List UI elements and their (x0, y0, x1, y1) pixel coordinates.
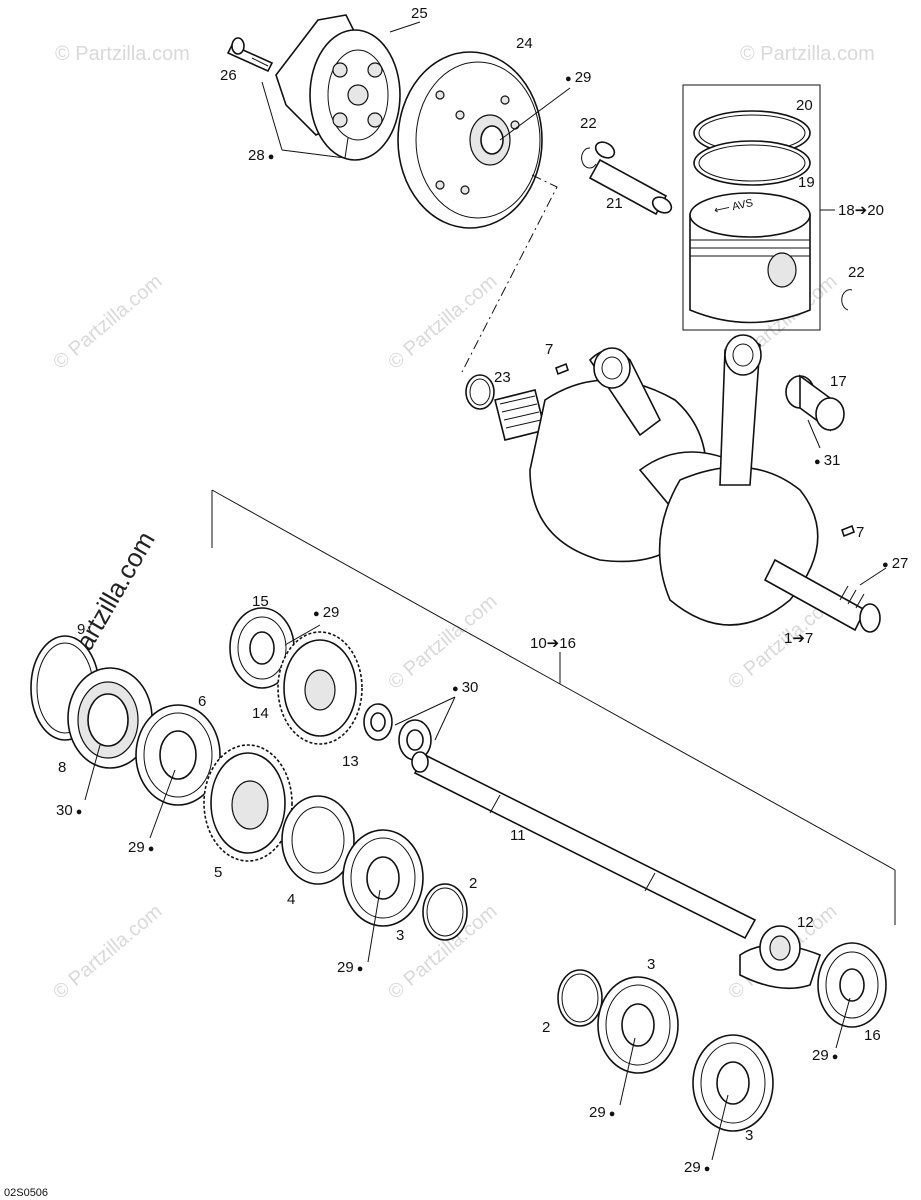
callout-16: 16 (864, 1027, 881, 1044)
callout-6: 6 (198, 693, 206, 710)
leader-lines-bottom (84, 624, 851, 1161)
oring-23 (465, 374, 495, 410)
callout-23: 23 (494, 369, 511, 386)
callout-4: 4 (287, 891, 295, 908)
callout-10-16: 10➔16 (530, 635, 576, 652)
callout-22: 22 (848, 264, 865, 281)
callout-21: 21 (606, 195, 623, 212)
callout-26: 26 (220, 67, 237, 84)
callout-25: 25 (411, 5, 428, 22)
callout-27: ● 27 (882, 555, 908, 572)
callout-28: 28 ● (248, 147, 274, 164)
piston-pin-21 (588, 141, 673, 216)
oil-drop-icon: ● (145, 843, 155, 855)
oil-drop-icon: ● (354, 963, 364, 975)
callout-12: 12 (797, 914, 814, 931)
callout-18-20: 18➔20 (838, 202, 884, 219)
bearing-3a (342, 829, 424, 927)
oil-drop-icon: ● (829, 1051, 839, 1063)
piston-rings-19-20 (693, 110, 811, 186)
bearing-6 (135, 704, 221, 806)
crankshaft-assembly-1-7 (466, 334, 881, 633)
callout-8: 8 (58, 759, 66, 776)
callout-30: ● 30 (452, 679, 478, 696)
callout-3: 3 (647, 956, 655, 973)
bearing-13 (363, 703, 432, 761)
callout-13: 13 (342, 753, 359, 770)
callout-14: 14 (252, 705, 269, 722)
bolt-26 (226, 37, 274, 73)
watermark: © Partzilla.com (740, 43, 875, 65)
key-7b (841, 524, 855, 538)
piston-box (682, 84, 835, 331)
coupling-25 (275, 14, 401, 161)
flywheel-24 (397, 51, 543, 229)
leader-lines-top (261, 21, 571, 373)
callout-29: 29 ● (337, 959, 363, 976)
callout-22: 22 (580, 115, 597, 132)
oil-drop-icon: ● (313, 608, 323, 620)
callout-30: 30 ● (56, 802, 82, 819)
weight-12 (739, 925, 821, 990)
needle-bearing-17 (785, 374, 845, 432)
seal-8 (67, 667, 153, 769)
oil-drop-icon: ● (565, 73, 575, 85)
callout-24: 24 (516, 35, 533, 52)
callout-29: 29 ● (684, 1159, 710, 1176)
callout-5: 5 (214, 864, 222, 881)
watermark: © Partzilla.com (55, 43, 190, 65)
bearing-3b (597, 976, 679, 1074)
callout-29: ● 29 (565, 69, 591, 86)
callout-7: 7 (545, 341, 553, 358)
key-7a (555, 362, 569, 376)
callout-17: 17 (830, 373, 847, 390)
callout-2: 2 (469, 875, 477, 892)
diagram-code: 02S0506 (4, 1187, 48, 1199)
callout-20: 20 (796, 97, 813, 114)
bearing-16 (817, 942, 887, 1028)
oil-drop-icon: ● (882, 559, 892, 571)
callout-29: 29 ● (128, 839, 154, 856)
washer-4 (281, 795, 355, 885)
callout-2: 2 (542, 1019, 550, 1036)
callout-labels: 25 24 26 ● 29 22 20 28 ● 19 21 18➔20 22 … (56, 5, 908, 1176)
callout-19: 19 (798, 174, 815, 191)
watermark: © Partzilla.com (49, 270, 166, 373)
callout-3: 3 (396, 927, 404, 944)
oil-drop-icon: ● (452, 683, 462, 695)
gear-5 (203, 744, 293, 862)
circlip-2a (422, 883, 468, 941)
callout-29: ● 29 (313, 604, 339, 621)
callout-11: 11 (510, 827, 526, 844)
balance-shaft-11 (411, 751, 757, 940)
watermark: © Partzilla.com (384, 270, 501, 373)
callout-7: 7 (856, 524, 864, 541)
oil-drop-icon: ● (265, 151, 275, 163)
callout-31: ● 31 (814, 452, 840, 469)
oil-drop-icon: ● (701, 1163, 711, 1175)
callout-15: 15 (252, 593, 269, 610)
bearing-15 (229, 607, 295, 689)
callout-1-7: 1➔7 (784, 630, 813, 647)
circlip-22b (841, 289, 853, 311)
callout-29: 29 ● (589, 1104, 615, 1121)
circlip-22a (581, 147, 597, 169)
leader-lines-mid (211, 419, 896, 925)
callout-29: 29 ● (812, 1047, 838, 1064)
callout-9: 9 (77, 621, 85, 638)
watermark: © Partzilla.com (49, 900, 166, 1003)
circlip-2b (557, 969, 603, 1027)
callout-3: 3 (745, 1127, 753, 1144)
gear-14 (277, 631, 363, 745)
bearing-3c (692, 1034, 774, 1132)
piston-18: ⟵ AVS (689, 192, 811, 324)
oil-drop-icon: ● (606, 1108, 616, 1120)
oil-drop-icon: ● (73, 806, 83, 818)
oil-drop-icon: ● (814, 456, 824, 468)
